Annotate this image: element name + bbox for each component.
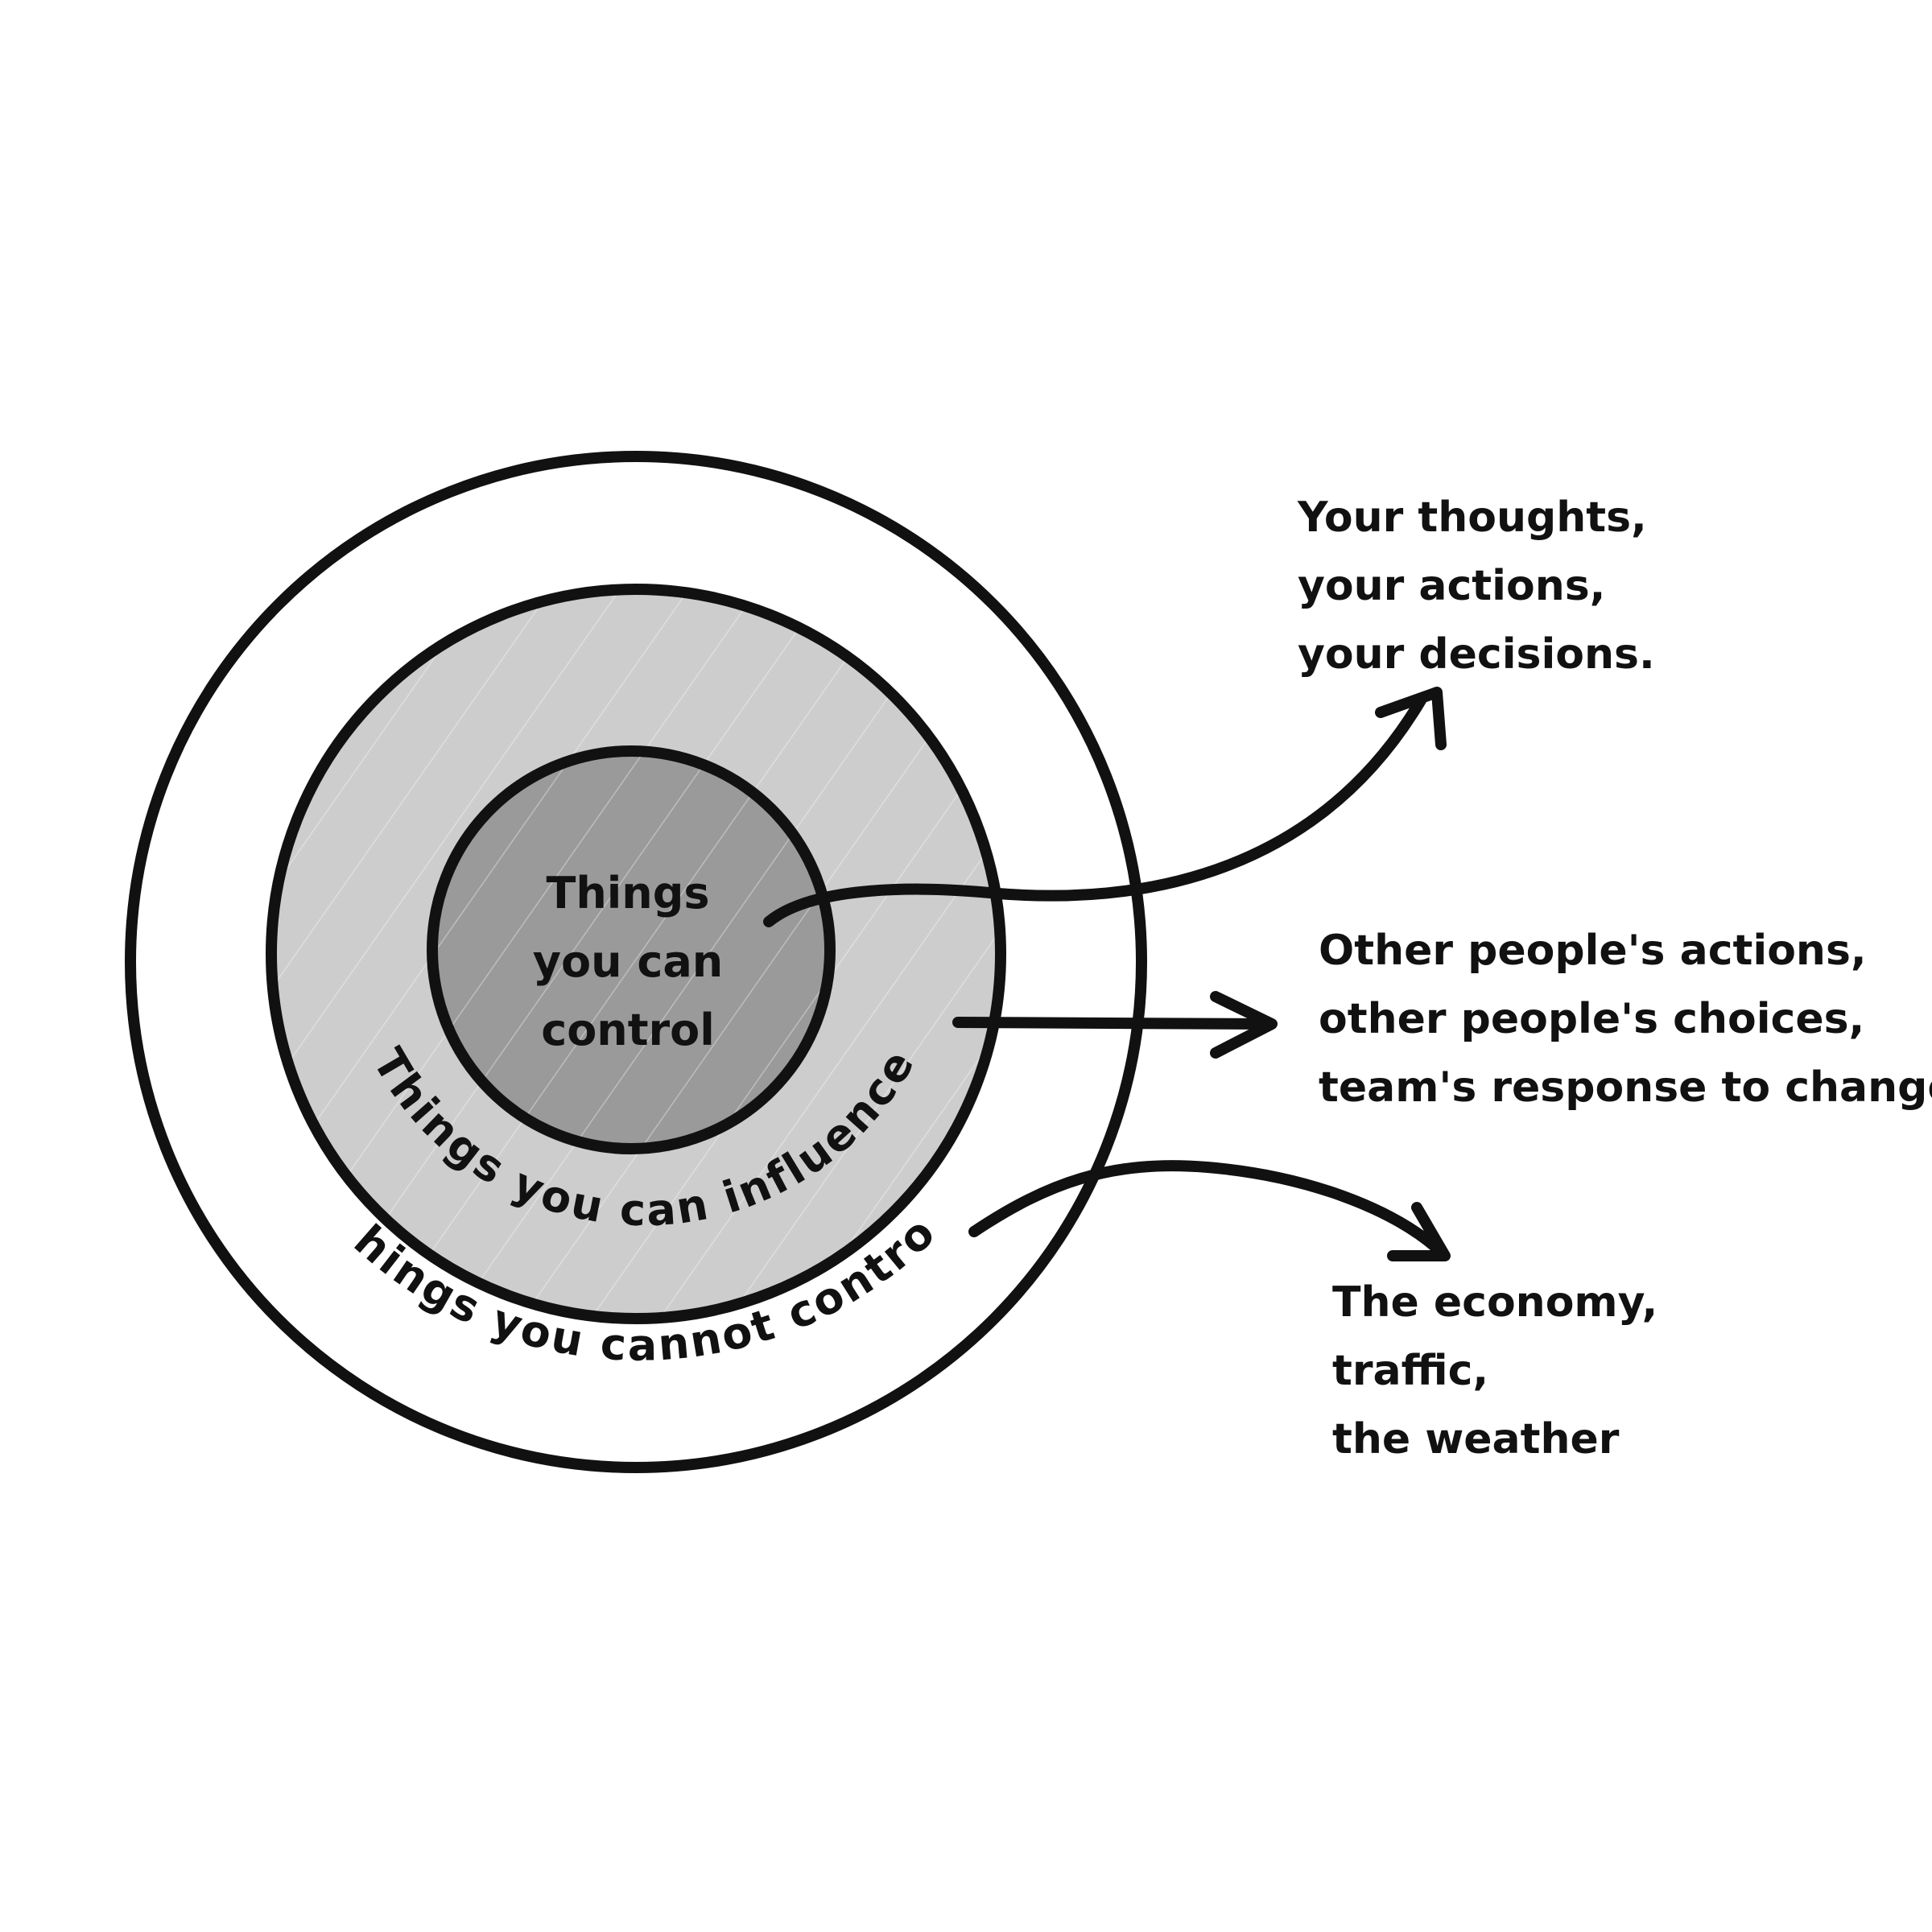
arrow-to-cannot-control-note: [968, 1160, 1451, 1261]
influence-note-line-3: team's response to change: [1319, 1063, 1932, 1112]
cannot-control-note: The economy, traffic, the weather: [1332, 1278, 1657, 1463]
inner-label-line-3: control: [541, 1005, 715, 1055]
inner-label-line-2: you can: [533, 936, 723, 987]
influence-note-line-2: other people's choices,: [1319, 995, 1864, 1043]
control-note: Your thoughts, your actions, your decisi…: [1297, 493, 1655, 679]
influence-note: Other people's actions, other people's c…: [1319, 927, 1932, 1112]
control-note-line-1: Your thoughts,: [1297, 493, 1647, 542]
inner-label-line-1: Things: [546, 868, 709, 919]
cannot-control-note-line-3: the weather: [1332, 1415, 1620, 1463]
arrow-to-influence-note: [952, 991, 1278, 1059]
arrow-to-control-note: [763, 687, 1447, 927]
influence-note-line-1: Other people's actions,: [1319, 927, 1867, 975]
control-note-line-2: your actions,: [1298, 562, 1605, 610]
cannot-control-note-line-2: traffic,: [1332, 1347, 1488, 1395]
inner-circle-label: Things you can control: [533, 868, 723, 1055]
control-note-line-3: your decisions.: [1298, 630, 1655, 679]
cannot-control-note-line-1: The economy,: [1332, 1278, 1657, 1327]
inner-circle-shading: [438, 757, 824, 1143]
